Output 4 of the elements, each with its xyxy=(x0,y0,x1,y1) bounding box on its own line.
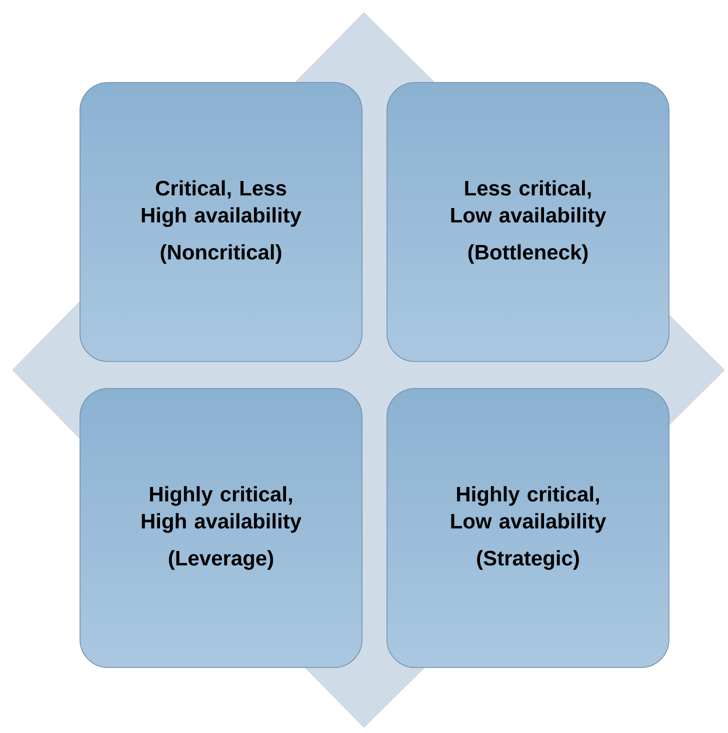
quadrant-box: Less critical, Low availability (Bottleneck) xyxy=(386,82,670,362)
quadrant-box: Highly critical, Low availability (Strategic) xyxy=(386,388,670,668)
quadrant-box: Critical, Less High availability (Noncritical) xyxy=(80,82,362,362)
quadrant-box: Highly critical, High availability (Leverage) xyxy=(80,388,362,668)
